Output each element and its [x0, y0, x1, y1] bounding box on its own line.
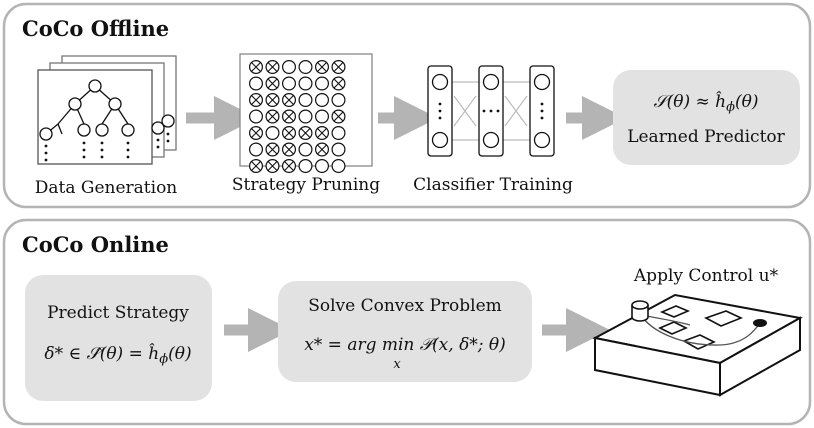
online-title: CoCo Online: [22, 232, 169, 257]
predictor-label: Learned Predictor: [627, 127, 785, 147]
solve-convex-box: [278, 281, 532, 382]
solve-convex-label: Solve Convex Problem: [308, 296, 502, 316]
pruned-strategy-cell: [331, 59, 346, 74]
strategy-cell: [331, 159, 346, 174]
step-label-data-generation: Data Generation: [35, 178, 178, 198]
predict-formula-sub: ϕ: [159, 352, 168, 367]
pruned-strategy-cell: [265, 76, 280, 91]
step-label-classifier-training: Classifier Training: [413, 175, 573, 195]
pruned-strategy-cell: [249, 159, 264, 174]
step-label-strategy-pruning: Strategy Pruning: [232, 175, 380, 195]
pruned-strategy-cell: [265, 142, 280, 157]
strategy-cell: [282, 76, 297, 91]
strategy-cell: [298, 59, 313, 74]
pruned-strategy-cell: [282, 142, 297, 157]
robot-platform-icon: [592, 293, 803, 397]
pruned-strategy-cell: [298, 125, 313, 140]
solve-convex-formula: x* = arg min 𝒫(x, δ*; θ): [304, 335, 506, 355]
pruned-strategy-cell: [265, 159, 280, 174]
pruning-grid: [249, 59, 346, 174]
pruned-strategy-cell: [265, 92, 280, 107]
learned-predictor-box: [613, 70, 800, 165]
strategy-cell: [331, 142, 346, 157]
predict-strategy-formula: δ* ∈ 𝒮̂(θ) = ĥϕ(θ): [44, 343, 191, 367]
predictor-formula-main: 𝒮(θ) ≈ ĥ: [653, 91, 726, 112]
strategy-cell: [315, 76, 330, 91]
strategy-cell: [249, 109, 264, 124]
strategy-cell: [298, 92, 313, 107]
strategy-cell: [249, 76, 264, 91]
strategy-cell: [298, 159, 313, 174]
predict-formula-main: δ* ∈ 𝒮̂(θ) = ĥ: [44, 343, 159, 364]
pruned-strategy-cell: [331, 76, 346, 91]
strategy-cell: [315, 92, 330, 107]
strategy-cell: [315, 109, 330, 124]
predict-strategy-box: [25, 275, 212, 401]
pruned-strategy-cell: [331, 109, 346, 124]
strategy-cell: [331, 92, 346, 107]
strategy-cell: [315, 159, 330, 174]
pruned-strategy-cell: [282, 125, 297, 140]
pruned-strategy-cell: [282, 159, 297, 174]
pruned-strategy-cell: [249, 92, 264, 107]
data-generation-icon: [37, 55, 177, 165]
strategy-cell: [298, 109, 313, 124]
apply-control-label: Apply Control u*: [633, 266, 779, 286]
strategy-cell: [298, 142, 313, 157]
strategy-cell: [265, 125, 280, 140]
pruned-strategy-cell: [315, 142, 330, 157]
pruned-strategy-cell: [315, 59, 330, 74]
solve-convex-formula-sub: x: [393, 357, 401, 372]
predictor-formula-tail: (θ): [735, 92, 759, 112]
pruned-strategy-cell: [249, 125, 264, 140]
predict-formula-tail: (θ): [168, 344, 192, 364]
offline-title: CoCo Offline: [22, 16, 169, 41]
pruned-strategy-cell: [315, 125, 330, 140]
pruned-strategy-cell: [265, 59, 280, 74]
pruned-strategy-cell: [282, 109, 297, 124]
pruned-strategy-cell: [249, 59, 264, 74]
strategy-cell: [282, 59, 297, 74]
pruned-strategy-cell: [282, 92, 297, 107]
strategy-cell: [298, 76, 313, 91]
pruned-strategy-cell: [265, 109, 280, 124]
strategy-cell: [331, 125, 346, 140]
predictor-formula-sub: ϕ: [726, 100, 735, 115]
predict-strategy-label: Predict Strategy: [47, 303, 189, 323]
predictor-formula: 𝒮(θ) ≈ ĥϕ(θ): [653, 91, 758, 115]
strategy-cell: [249, 142, 264, 157]
classifier-network-icon: [427, 65, 555, 157]
